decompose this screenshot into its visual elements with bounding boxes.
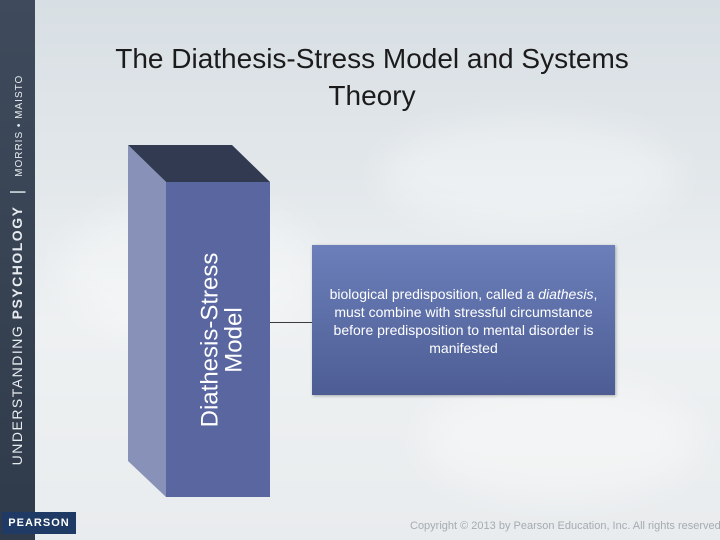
bar-label-line1: Diathesis-Stress — [196, 253, 223, 428]
connector-line — [270, 322, 312, 323]
book-brand: UNDERSTANDING PSYCHOLOGY | MORRIS • MAIS… — [7, 75, 27, 466]
definition-after: , must combine with stressful circumstan… — [333, 286, 598, 356]
background-cloud — [380, 120, 680, 230]
definition-box: biological predisposition, called a diat… — [312, 245, 615, 395]
book-title-bold: PSYCHOLOGY — [9, 205, 25, 320]
definition-before: biological predisposition, called a — [329, 286, 535, 302]
brand-separator: | — [7, 188, 26, 195]
diathesis-stress-bar: Diathesis-Stress Model — [128, 145, 270, 497]
book-authors: MORRIS • MAISTO — [14, 74, 25, 177]
bar-label-line2: Model — [220, 307, 247, 372]
bar-side-face — [128, 145, 166, 497]
slide-title: The Diathesis-Stress Model and Systems T… — [115, 43, 629, 111]
book-title-light: UNDERSTANDING — [9, 324, 25, 466]
publisher-logo: PEARSON — [2, 512, 76, 534]
definition-term: diathesis — [538, 286, 594, 302]
sidebar: UNDERSTANDING PSYCHOLOGY | MORRIS • MAIS… — [0, 0, 35, 540]
bar-top-face — [128, 145, 270, 182]
definition-text: biological predisposition, called a diat… — [320, 285, 607, 357]
bar-front-face — [166, 182, 270, 497]
copyright-notice: Copyright © 2013 by Pearson Education, I… — [410, 520, 720, 532]
background-cloud — [420, 380, 700, 500]
